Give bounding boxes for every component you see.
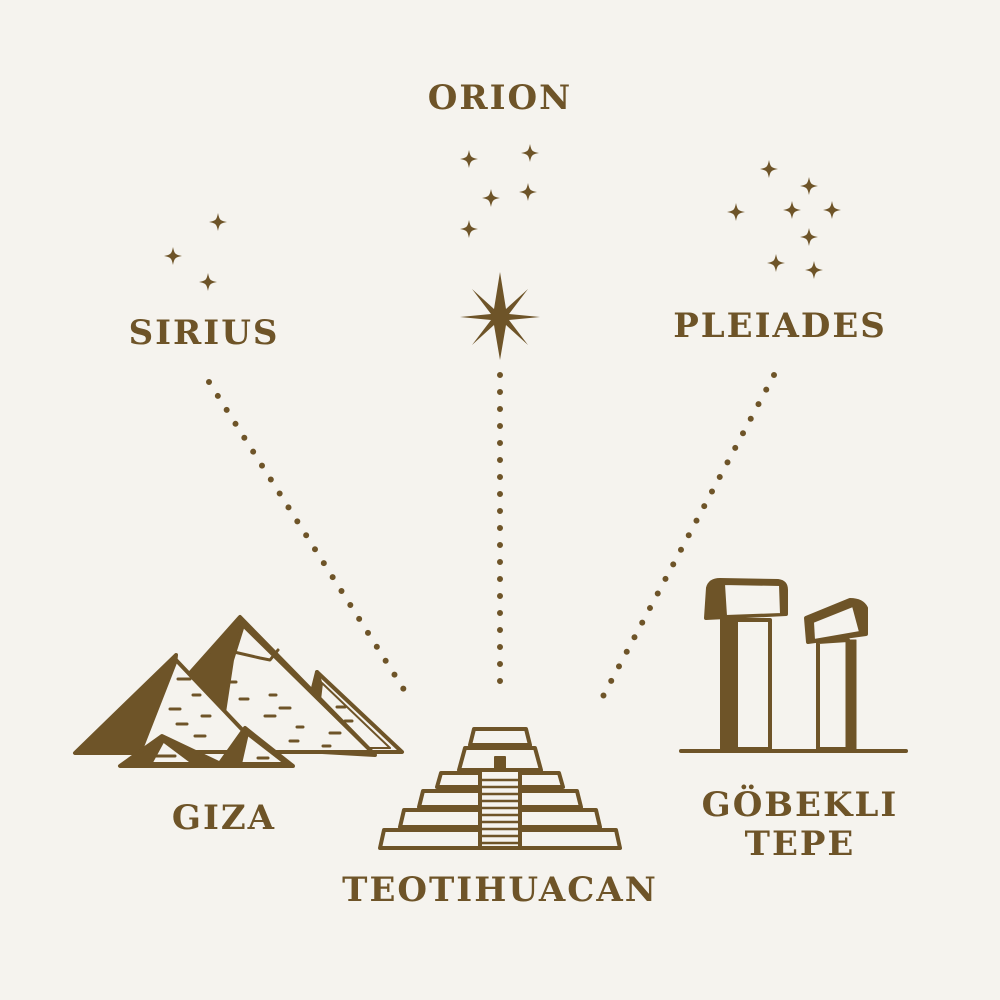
teotihuacan-pyramid-icon bbox=[378, 727, 622, 850]
sirius-label: SIRIUS bbox=[128, 313, 280, 353]
orion-label: ORION bbox=[427, 78, 573, 118]
gobekli-label-line2: TEPE bbox=[744, 824, 856, 865]
gobekli-label-line1: GÖBEKLI bbox=[701, 785, 899, 825]
pleiades-label: PLEIADES bbox=[673, 306, 887, 346]
gobekli-tepe-pillars-icon bbox=[679, 578, 908, 753]
gobekli-tepe-label: GÖBEKLI TEPE bbox=[680, 785, 920, 865]
pleiades-star-cluster-icon bbox=[727, 160, 841, 279]
giza-pyramids-icon bbox=[73, 615, 404, 768]
eight-point-star-icon bbox=[460, 272, 540, 360]
teotihuacan-label: TEOTIHUACAN bbox=[342, 870, 658, 910]
sirius-star-cluster-icon bbox=[164, 213, 227, 291]
orion-star-cluster-icon bbox=[460, 144, 539, 238]
giza-label: GIZA bbox=[171, 798, 277, 838]
